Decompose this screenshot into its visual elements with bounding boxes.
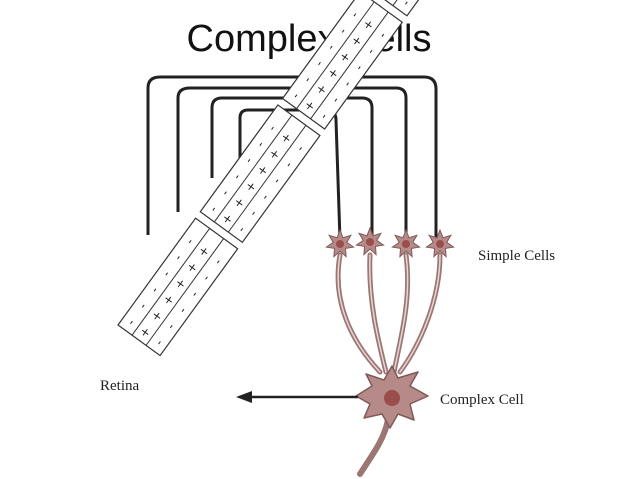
inhibitory-sign: - (352, 61, 366, 73)
inhibitory-sign: - (211, 256, 225, 268)
inhibitory-sign: - (218, 187, 232, 199)
inhibitory-sign: - (253, 138, 267, 150)
inhibitory-sign: - (147, 284, 161, 296)
dendrite-highlights (337, 254, 441, 373)
dendrite-2 (367, 252, 389, 375)
inhibitory-sign: - (281, 159, 295, 171)
inhibitory-sign: - (364, 45, 378, 57)
complex-cell-axon (357, 417, 391, 477)
receptive-field: ------++++++------ (281, 0, 404, 130)
complex-cell-label: Complex Cell (440, 392, 524, 408)
wire-inner (238, 108, 342, 241)
simple-cell (391, 228, 421, 258)
inhibitory-sign: - (159, 268, 173, 280)
simple-cell (325, 228, 355, 258)
dendrites (335, 252, 443, 375)
inhibitory-sign: - (164, 320, 178, 332)
inhibitory-sign: - (300, 73, 314, 85)
inhibitory-sign: - (324, 41, 338, 53)
simple-cell-nucleus (402, 240, 410, 248)
inhibitory-sign: - (136, 300, 150, 312)
inhibitory-sign: - (152, 337, 166, 349)
inhibitory-sign: - (317, 110, 331, 122)
retina-receptive-fields: ------++++++------------++++++----------… (117, 0, 486, 357)
inhibitory-sign: - (399, 0, 413, 8)
inhibitory-sign: - (312, 57, 326, 69)
simple-cell (355, 226, 385, 256)
inhibitory-sign: - (206, 203, 220, 215)
simple-cells (325, 226, 455, 258)
inhibitory-sign: - (234, 223, 248, 235)
simple-cell (425, 228, 455, 258)
simple-cell-nucleus (336, 240, 344, 248)
retina-label: Retina (100, 378, 140, 394)
simple-cell-nucleus (366, 238, 374, 246)
inhibitory-sign: - (270, 175, 284, 187)
inhibitory-sign: - (347, 9, 361, 21)
wire-outer (146, 75, 438, 240)
inhibitory-sign: - (375, 29, 389, 41)
simple-cell-nucleus (436, 240, 444, 248)
inhibitory-sign: - (293, 142, 307, 154)
inhibitory-sign: - (176, 304, 190, 316)
complex-cell-nucleus (384, 390, 400, 406)
inhibitory-sign: - (187, 288, 201, 300)
inhibitory-sign: - (246, 207, 260, 219)
inhibitory-sign: - (171, 251, 185, 263)
inhibitory-sign: - (289, 90, 303, 102)
inhibitory-sign: - (258, 191, 272, 203)
inhibitory-sign: - (183, 235, 197, 247)
inhibitory-sign: - (124, 316, 138, 328)
output-arrow (236, 391, 358, 403)
receptive-field: ------++++++------ (364, 0, 486, 17)
inhibitory-sign: - (340, 78, 354, 90)
receptive-field: ------++++++------ (117, 217, 239, 357)
inhibitory-sign: - (242, 154, 256, 166)
inhibitory-sign: - (328, 94, 342, 106)
inhibitory-sign: - (199, 272, 213, 284)
receptive-field: ------++++++------ (199, 104, 321, 244)
inhibitory-sign: - (230, 171, 244, 183)
simple-cells-label: Simple Cells (478, 248, 556, 264)
inhibitory-sign: - (265, 122, 279, 134)
complex-cell-neuron (355, 365, 429, 477)
inhibitory-sign: - (336, 25, 350, 37)
